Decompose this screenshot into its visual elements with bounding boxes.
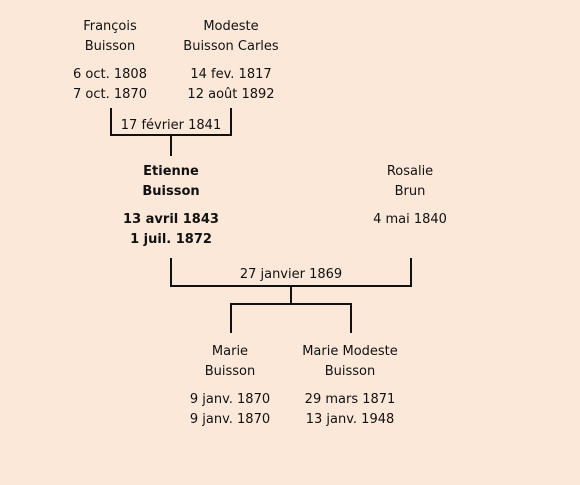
- person-modeste-buisson-carles: Modeste Buisson Carles 14 fev. 1817 12 a…: [151, 17, 311, 105]
- person-rosalie-brun: Rosalie Brun 4 mai 1840: [330, 162, 490, 230]
- first-name: François: [83, 19, 137, 34]
- birth-date: 14 fev. 1817: [190, 67, 272, 82]
- death-date: 13 janv. 1948: [305, 412, 395, 427]
- birth-date: 9 janv. 1870: [189, 392, 271, 407]
- connector-line: [230, 108, 232, 136]
- first-name: Rosalie: [386, 164, 434, 179]
- birth-date: 6 oct. 1808: [73, 67, 147, 82]
- death-date: 1 juil. 1872: [130, 232, 212, 247]
- last-name: Buisson: [142, 184, 200, 199]
- birth-date: 29 mars 1871: [304, 392, 396, 407]
- connector-line: [110, 108, 112, 136]
- last-name: Buisson Carles: [183, 39, 279, 54]
- person-marie-buisson: Marie Buisson 9 janv. 1870 9 janv. 1870: [150, 342, 310, 430]
- connector-line: [410, 258, 412, 287]
- descent-line: [290, 285, 292, 305]
- death-date: 7 oct. 1870: [73, 87, 147, 102]
- last-name: Buisson: [204, 364, 256, 379]
- marriage-date-1: 17 février 1841: [120, 118, 222, 133]
- birth-date: 4 mai 1840: [373, 212, 447, 227]
- person-etienne-buisson: Etienne Buisson 13 avril 1843 1 juil. 18…: [91, 162, 251, 250]
- descent-line: [170, 134, 172, 156]
- child-line: [230, 303, 232, 333]
- last-name: Brun: [394, 184, 426, 199]
- last-name: Buisson: [324, 364, 376, 379]
- connector-line: [170, 258, 172, 287]
- last-name: Buisson: [84, 39, 136, 54]
- person-marie-modeste-buisson: Marie Modeste Buisson 29 mars 1871 13 ja…: [270, 342, 430, 430]
- birth-date: 13 avril 1843: [123, 212, 219, 227]
- death-date: 12 août 1892: [187, 87, 275, 102]
- first-name: Etienne: [143, 164, 199, 179]
- marriage-date-2: 27 janvier 1869: [239, 267, 343, 282]
- person-francois-buisson: François Buisson 6 oct. 1808 7 oct. 1870: [30, 17, 190, 105]
- first-name: Marie: [211, 344, 249, 359]
- child-line: [350, 303, 352, 333]
- first-name: Marie Modeste: [302, 344, 398, 359]
- death-date: 9 janv. 1870: [189, 412, 271, 427]
- sibling-line: [230, 303, 352, 305]
- first-name: Modeste: [203, 19, 259, 34]
